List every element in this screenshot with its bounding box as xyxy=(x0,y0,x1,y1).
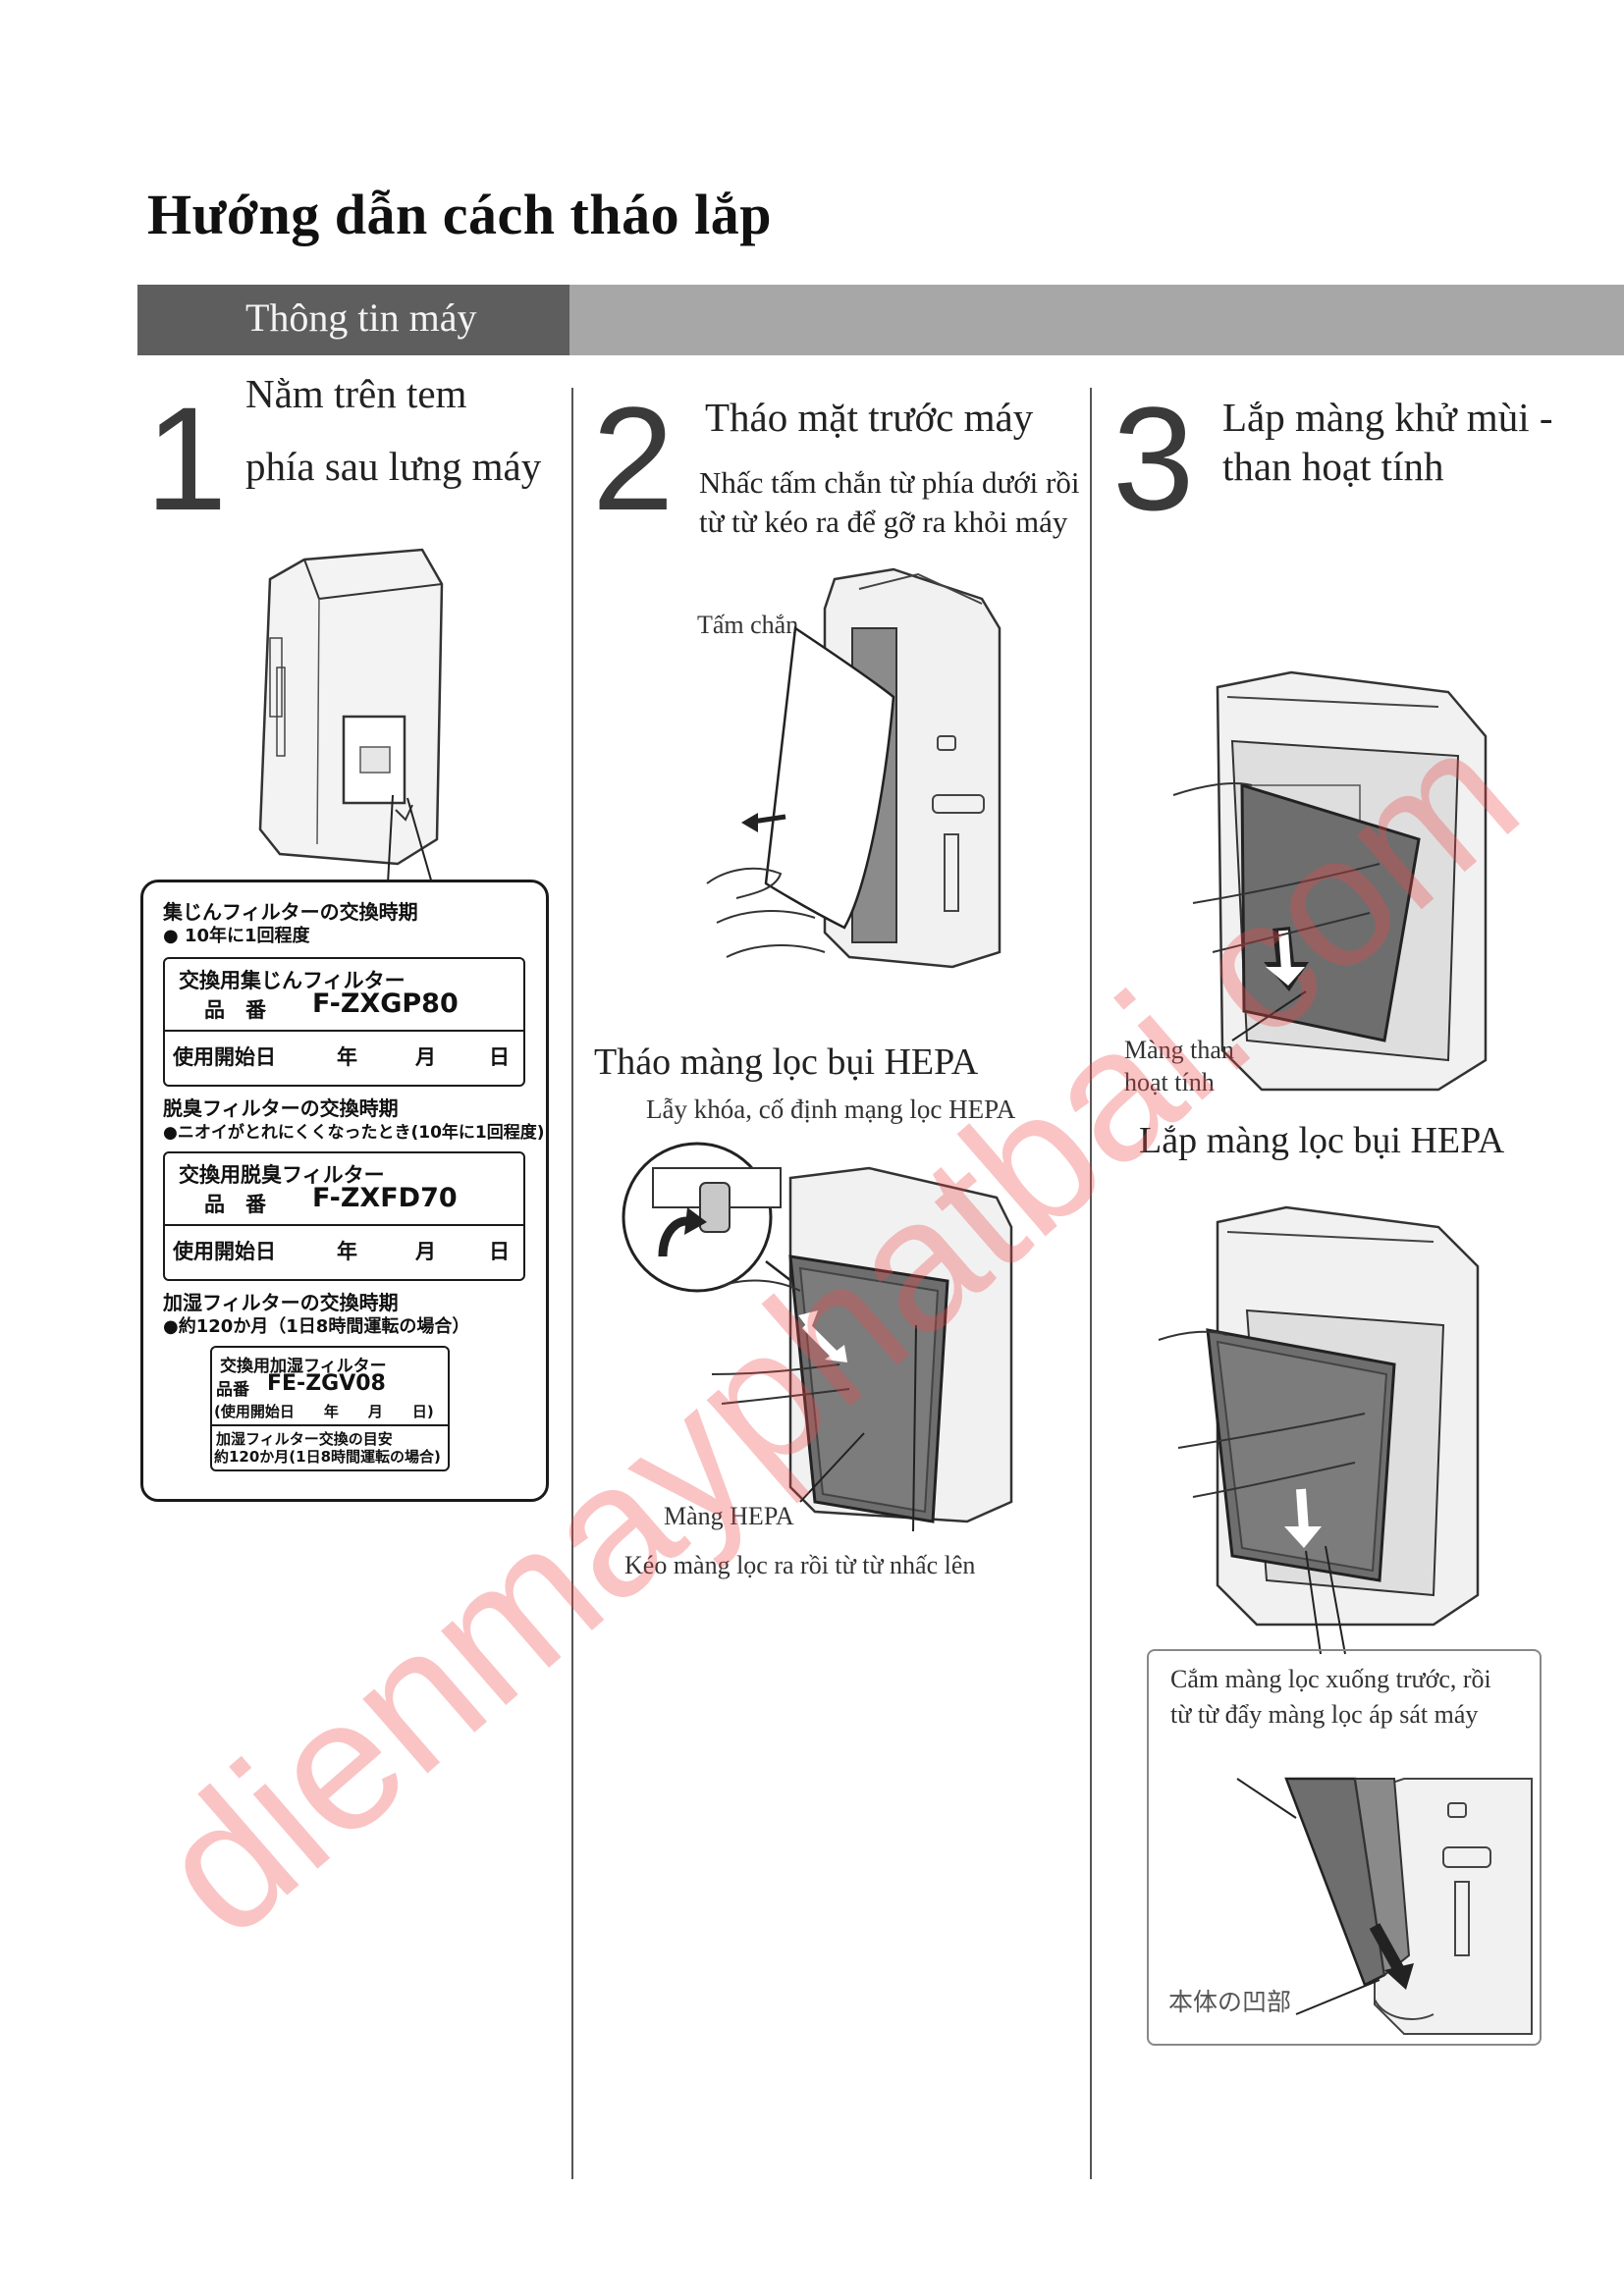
step-number-1: 1 xyxy=(145,376,228,541)
recess-label: 本体の凹部 xyxy=(1168,1988,1292,2016)
step2-instruction: Nhấc tấm chắn từ phía dưới rồi từ từ kéo… xyxy=(699,465,1080,540)
section-title: Thông tin máy xyxy=(245,295,477,340)
deodor-filter-part-no: F-ZXFD70 xyxy=(312,1183,458,1213)
hepa-pull-note: Kéo màng lọc ra rồi từ từ nhấc lên xyxy=(624,1551,976,1579)
front-panel-removal-illustration xyxy=(706,567,1001,969)
dust-filter-part-label: 品 番 xyxy=(204,998,266,1022)
filter-label-card: 集じんフィルターの交換時期 ● 10年に1回程度 交換用集じんフィルター 品 番… xyxy=(140,880,549,1502)
column-divider xyxy=(1090,388,1092,2179)
step2-heading: Tháo mặt trước máy xyxy=(705,395,1034,440)
hepa-label: Màng HEPA xyxy=(664,1502,794,1530)
year-label: 年 xyxy=(337,1045,357,1069)
front-panel-label: Tấm chắn xyxy=(697,611,799,639)
humid-filter-note2: 約120か月(1日8時間運転の場合) xyxy=(214,1448,441,1466)
humid-filter-part-label: 品番 xyxy=(216,1380,249,1400)
deodor-filter-box-title: 交換用脱臭フィルター xyxy=(179,1163,385,1187)
day-label: 日 xyxy=(489,1045,510,1069)
deodor-filter-period: ●ニオイがとれにくくなったとき(10年に1回程度) xyxy=(163,1123,545,1143)
month-label: 月 xyxy=(415,1240,436,1263)
hepa-install-subheading: Lắp màng lọc bụi HEPA xyxy=(1139,1120,1505,1161)
humid-filter-note1: 加湿フィルター交換の目安 xyxy=(216,1430,393,1448)
install-tip-line2: từ từ đẩy màng lọc áp sát máy xyxy=(1170,1700,1479,1729)
filter-insertion-detail-illustration xyxy=(1236,1777,1533,2035)
dust-filter-part-no: F-ZXGP80 xyxy=(312,988,459,1019)
carbon-filter-label-line2: hoạt tính xyxy=(1124,1068,1215,1096)
year-label: 年 xyxy=(337,1240,357,1263)
dust-filter-box-title: 交換用集じんフィルター xyxy=(179,969,406,992)
step-number-3: 3 xyxy=(1112,376,1195,541)
step3-heading-line2: than hoạt tính xyxy=(1222,444,1444,489)
step1-heading-line1: Nằm trên tem xyxy=(245,371,467,416)
column-divider xyxy=(571,388,573,2179)
hepa-install-illustration xyxy=(1158,1205,1480,1655)
deodor-filter-title: 脱臭フィルターの交換時期 xyxy=(163,1096,399,1120)
page-title: Hướng dẫn cách tháo lắp xyxy=(147,183,772,246)
humid-filter-period: ●約120か月（1日8時間運転の場合） xyxy=(163,1316,470,1337)
humid-filter-box-title: 交換用加湿フィルター xyxy=(220,1357,387,1376)
humid-filter-part-no: FE-ZGV08 xyxy=(267,1371,386,1396)
dust-filter-box: 交換用集じんフィルター 品 番 F-ZXGP80 使用開始日 年 月 日 xyxy=(163,957,525,1087)
day-label: 日 xyxy=(489,1240,510,1263)
hepa-removal-illustration xyxy=(622,1142,1013,1532)
unit-rear-illustration xyxy=(258,548,444,884)
step1-heading-line2: phía sau lưng máy xyxy=(245,444,542,489)
section-banner-tab xyxy=(137,285,569,355)
step-number-2: 2 xyxy=(592,376,675,541)
month-label: 月 xyxy=(415,1045,436,1069)
humid-filter-start: (使用開始日 年 月 日) xyxy=(214,1403,434,1420)
install-tip-line1: Cắm màng lọc xuống trước, rồi xyxy=(1170,1665,1491,1693)
dust-filter-period: ● 10年に1回程度 xyxy=(163,926,310,946)
carbon-filter-install-illustration xyxy=(1172,670,1488,1092)
hepa-removal-subheading: Tháo màng lọc bụi HEPA xyxy=(594,1041,979,1083)
deodor-filter-box: 交換用脱臭フィルター 品 番 F-ZXFD70 使用開始日 年 月 日 xyxy=(163,1151,525,1281)
deodor-filter-start: 使用開始日 xyxy=(173,1240,276,1263)
deodor-filter-part-label: 品 番 xyxy=(204,1193,266,1216)
install-tip-box: Cắm màng lọc xuống trước, rồi từ từ đẩy … xyxy=(1147,1649,1542,2046)
hepa-lock-note: Lẫy khóa, cố định mạng lọc HEPA xyxy=(646,1095,1016,1124)
humid-filter-title: 加湿フィルターの交換時期 xyxy=(163,1291,399,1314)
carbon-filter-label-line1: Màng than xyxy=(1124,1036,1234,1064)
dust-filter-start: 使用開始日 xyxy=(173,1045,276,1069)
humid-filter-box: 交換用加湿フィルター 品番 FE-ZGV08 (使用開始日 年 月 日) 加湿フ… xyxy=(210,1346,450,1471)
step3-heading-line1: Lắp màng khử mùi - xyxy=(1222,395,1553,440)
dust-filter-title: 集じんフィルターの交換時期 xyxy=(163,900,418,924)
